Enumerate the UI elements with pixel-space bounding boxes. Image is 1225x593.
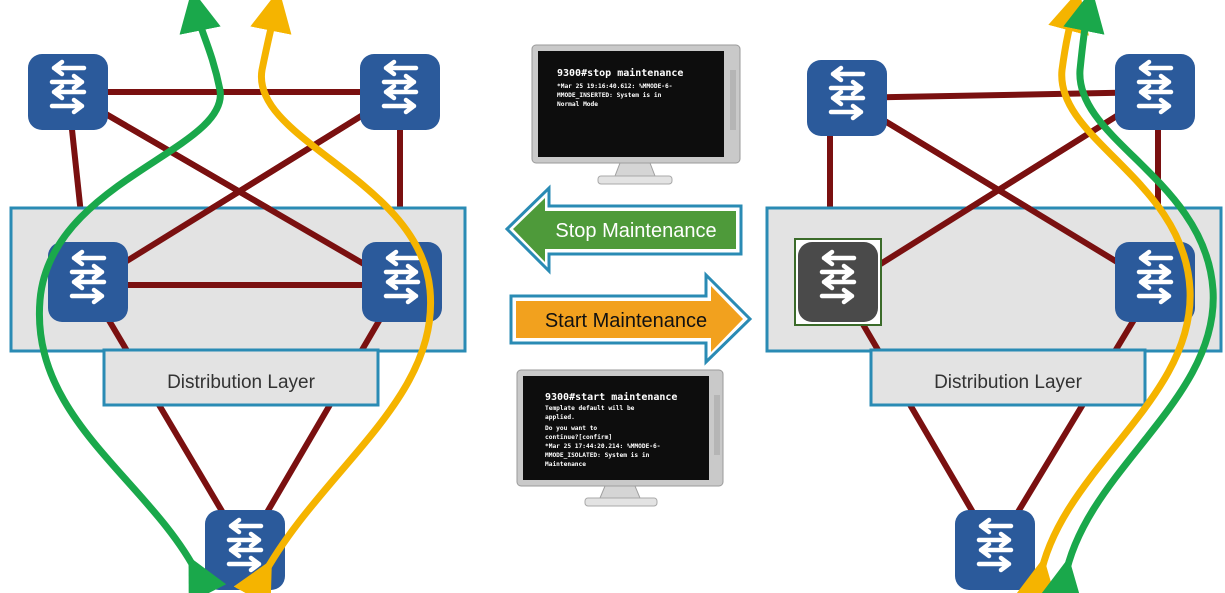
right-distribution-label: Distribution Layer (934, 372, 1083, 393)
start-maintenance-label: Start Maintenance (545, 310, 707, 332)
start-maintenance-arrow (509, 271, 753, 366)
switch-icon (48, 242, 128, 322)
right-topology: Distribution Layer (765, 0, 1223, 593)
left-distribution-label: Distribution Layer (167, 372, 316, 393)
terminal-start-line-3: Do you want to (545, 425, 597, 432)
switch-icon (360, 54, 440, 130)
switch-icon (1115, 54, 1195, 130)
terminal-start-line-1: Template default will be (545, 404, 635, 412)
left-green-flow (35, 0, 227, 593)
terminal-stop-line-2: MMODE_INSERTED: System is in (557, 91, 662, 99)
terminal-start-line-2: applied. (545, 413, 575, 421)
terminal-start-command: 9300#start maintenance (545, 391, 677, 403)
isolated-switch-icon (794, 238, 882, 326)
switch-icon (28, 54, 108, 130)
left-yellow-flow (233, 0, 435, 593)
terminal-start-line-5: *Mar 25 17:44:20.214: %MMODE-6- (545, 443, 660, 450)
switch-icon (807, 60, 887, 136)
terminal-stop-line-3: Normal Mode (557, 101, 598, 108)
switch-icon (955, 510, 1035, 590)
switch-icon (205, 510, 285, 590)
stop-maintenance-label: Stop Maintenance (555, 220, 716, 242)
stop-maintenance-arrow (504, 184, 743, 275)
terminal-start-line-7: Maintenance (545, 460, 586, 468)
monitor-icon (531, 44, 741, 185)
left-topology: Distribution Layer (9, 0, 467, 593)
terminal-start-line-6: MMODE_ISOLATED: System is in (545, 451, 650, 459)
terminal-stop-line-1: *Mar 25 19:16:40.612: %MMODE-6- (557, 83, 672, 90)
terminal-stop-command: 9300#stop maintenance (557, 67, 683, 79)
terminal-start-line-4: continue?[confirm] (545, 433, 612, 441)
center-panel: 9300#stop maintenance *Mar 25 19:16:40.6… (504, 44, 753, 507)
switch-icon (1115, 242, 1195, 322)
right-green-flow (1040, 0, 1217, 593)
monitor-icon (516, 369, 724, 507)
